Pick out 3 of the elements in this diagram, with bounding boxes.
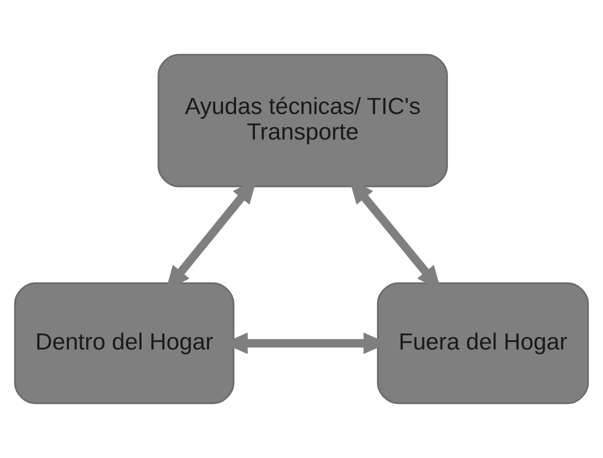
node-box: Dentro del Hogar (14, 282, 234, 404)
node-box: Fuera del Hogar (376, 282, 589, 404)
node-box: Ayudas técnicas/ TIC's Transporte (158, 54, 448, 188)
